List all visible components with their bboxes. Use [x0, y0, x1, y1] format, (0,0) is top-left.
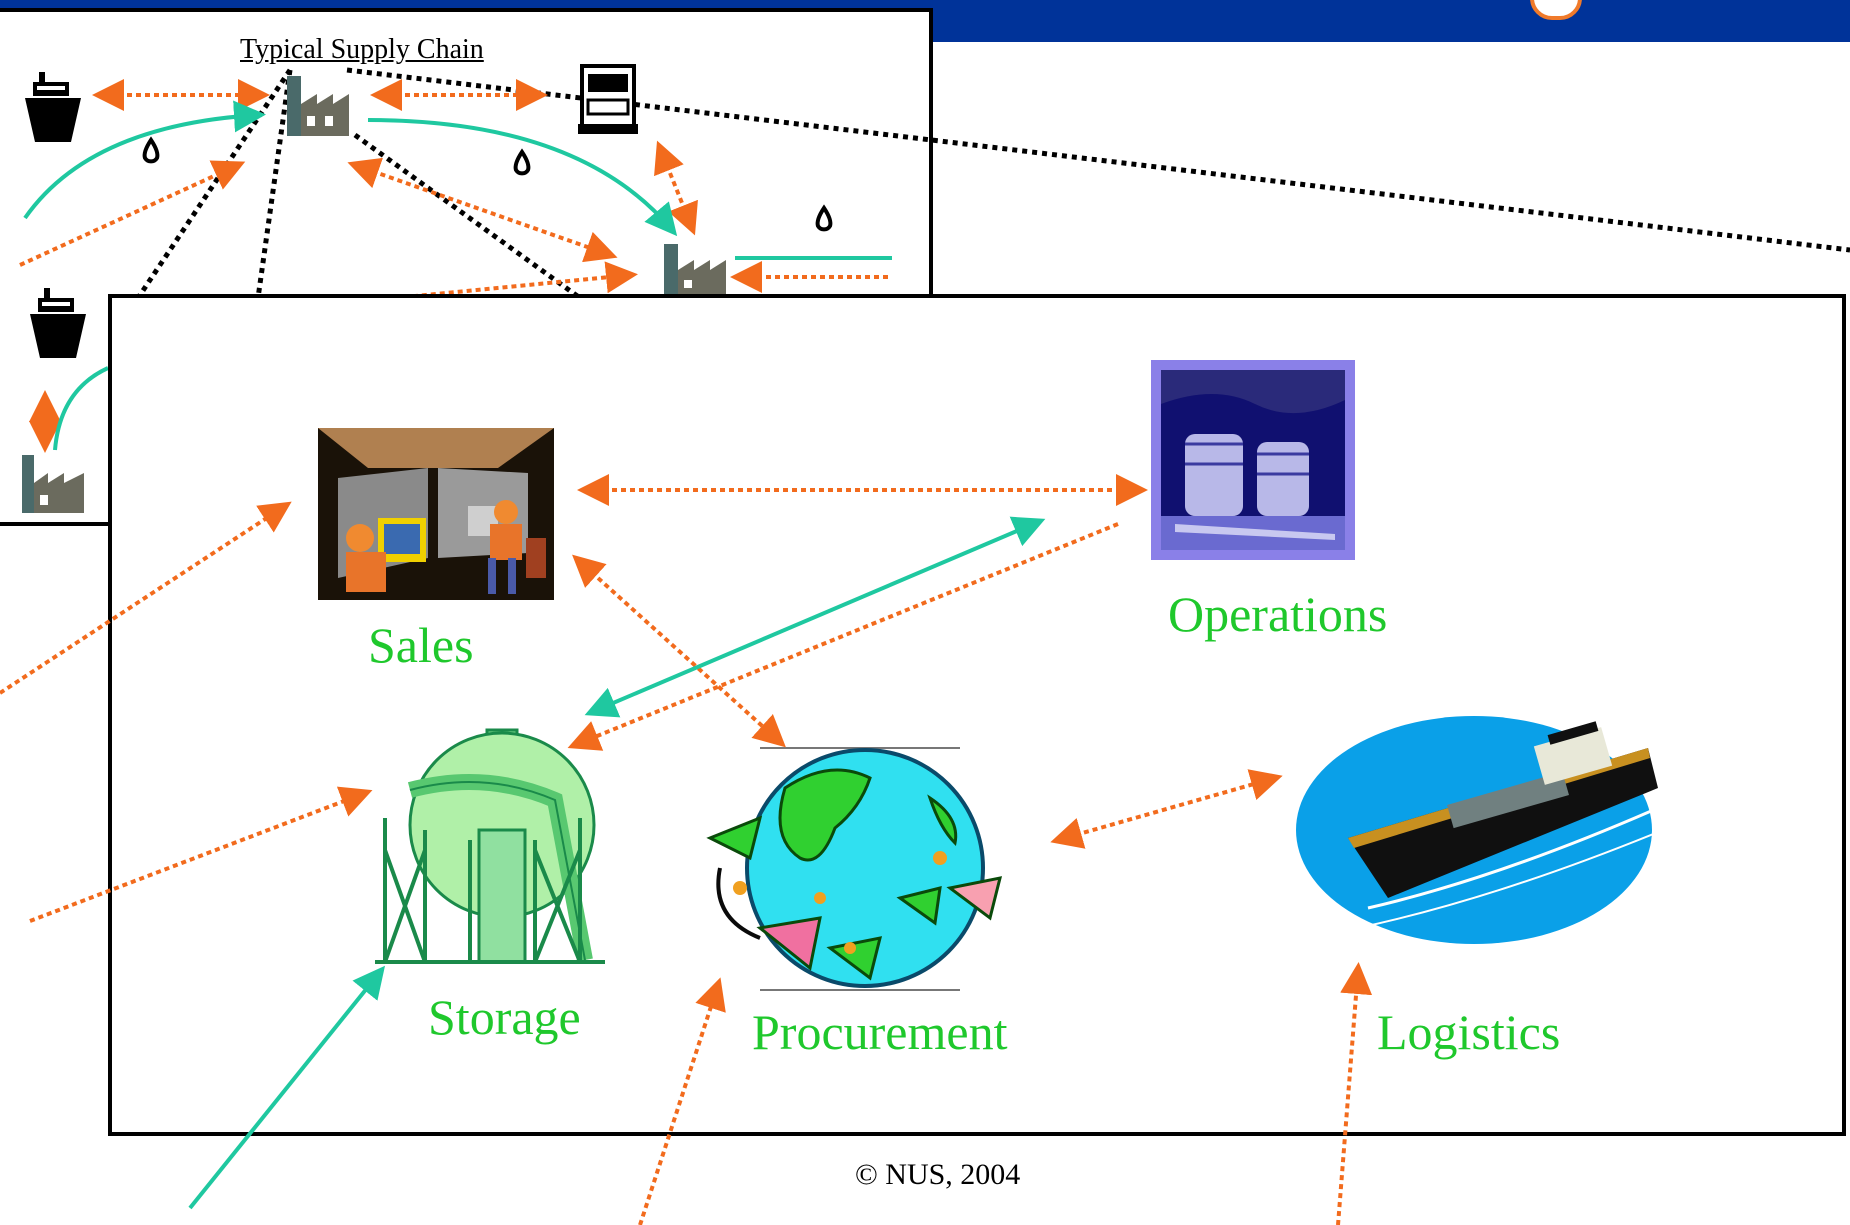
spherical-tank-icon — [375, 728, 605, 964]
copyright: © NUS, 2004 — [855, 1158, 1021, 1191]
cargo-ship-icon — [1296, 716, 1669, 944]
factory-icon — [22, 455, 84, 513]
truck-icon — [578, 64, 638, 134]
ship-icon — [30, 288, 86, 358]
oil-drop-icon — [142, 136, 833, 232]
procurement-label: Procurement — [752, 1004, 1008, 1060]
storage-label: Storage — [428, 989, 581, 1045]
sales-label: Sales — [368, 617, 474, 673]
inset-title: Typical Supply Chain — [240, 34, 484, 65]
operations-label: Operations — [1168, 586, 1388, 642]
material-flows — [188, 516, 1046, 1210]
inset-material-flows — [23, 100, 892, 451]
globe-icon — [706, 747, 1003, 991]
logistics-label: Logistics — [1377, 1004, 1561, 1060]
office-workers-icon — [318, 428, 554, 600]
information-flows — [0, 474, 1373, 1225]
ship-icon — [25, 72, 81, 142]
refinery-tanks-icon — [1151, 360, 1355, 560]
factory-icon — [664, 244, 726, 296]
factory-icon — [287, 76, 349, 136]
